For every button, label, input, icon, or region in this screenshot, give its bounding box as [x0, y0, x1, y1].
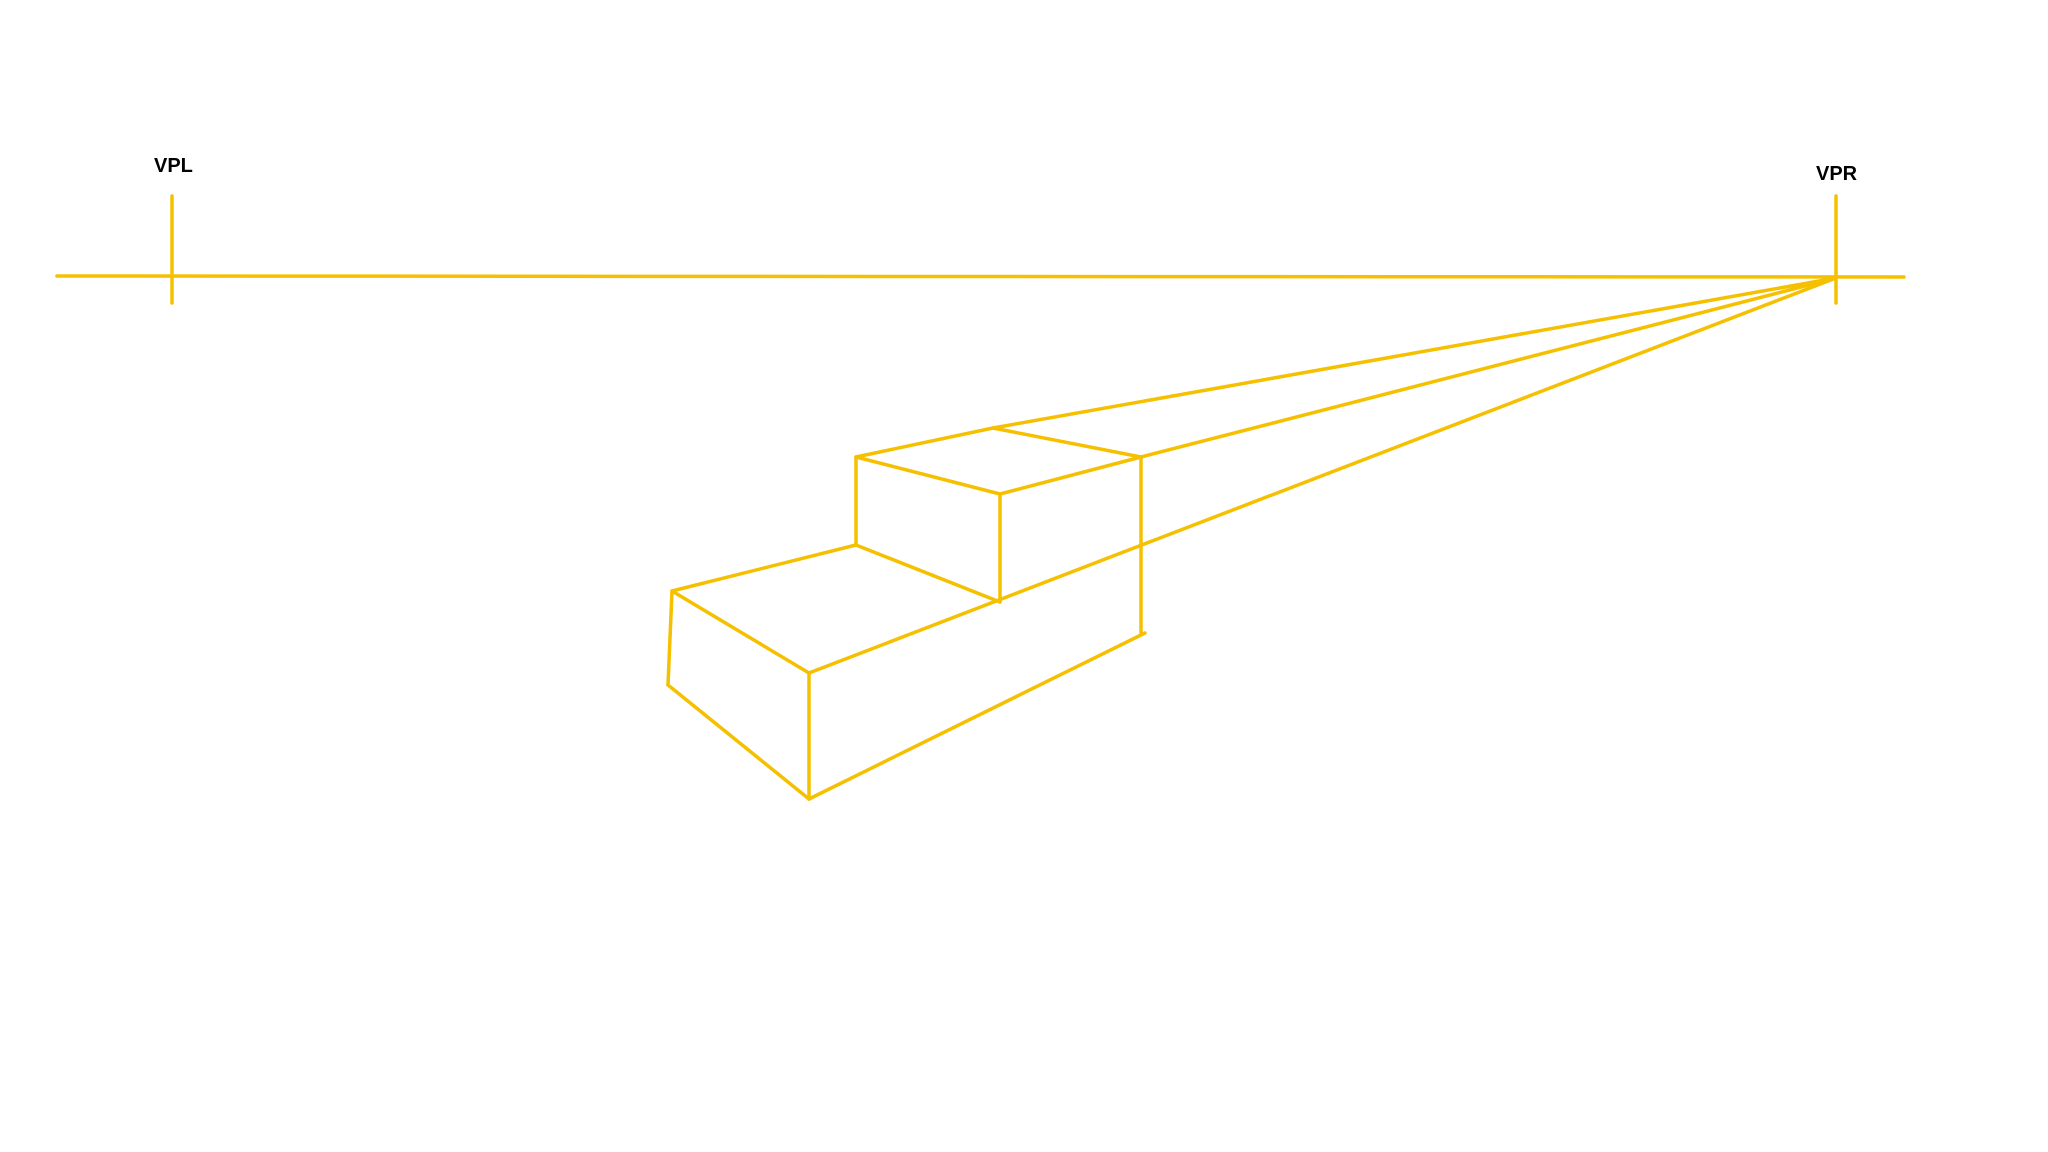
vanishing-point-right-label: VPR	[1816, 163, 1858, 185]
convergence-line-top-back	[991, 276, 1838, 430]
horizon-line	[55, 274, 1906, 279]
convergence-line-lower-step	[807, 276, 1838, 675]
upper-block-bottom-edge	[854, 543, 1002, 604]
upper-block-top-face	[854, 426, 1143, 459]
convergence-line-top-right	[1139, 276, 1838, 459]
lower-block-bottom-right-edge	[807, 631, 1147, 801]
lower-block-left-edge	[666, 589, 674, 687]
lower-block-bottom-left-edge	[666, 683, 811, 801]
lower-block-top-face	[670, 543, 858, 675]
vanishing-point-left-label: VPL	[154, 155, 193, 177]
upper-block-front-top-edge	[854, 455, 1143, 496]
